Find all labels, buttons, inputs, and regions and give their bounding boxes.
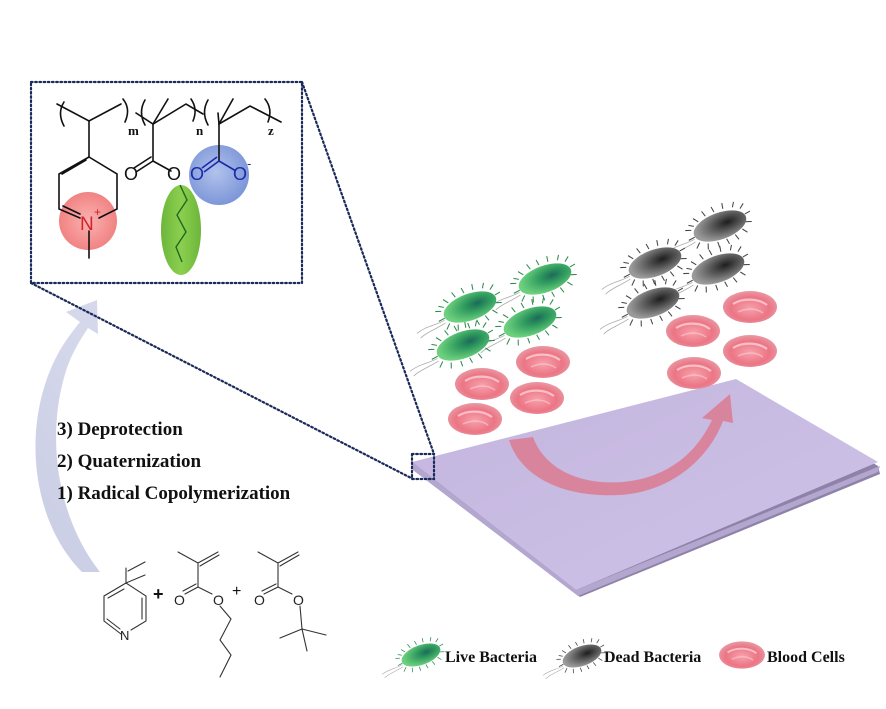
dead-bacterium-icon bbox=[542, 632, 611, 680]
zoom-line-top bbox=[300, 80, 436, 456]
atom-n-pyridine: N bbox=[120, 628, 129, 643]
monomer-tbutyl-methacrylate: O O bbox=[254, 551, 327, 652]
charge-plus: + bbox=[94, 205, 101, 219]
blood-cell bbox=[667, 357, 721, 389]
atom-n-plus: N bbox=[80, 214, 94, 235]
legend-label-live: Live Bacteria bbox=[445, 649, 537, 666]
blood-cell bbox=[516, 346, 570, 378]
step-3: 3) Deprotection bbox=[57, 419, 183, 440]
monomers: N + O O + O O bbox=[103, 551, 327, 678]
legend: Live Bacteria Dead Bacteria Blood Cells bbox=[381, 631, 845, 680]
subscript-n: n bbox=[196, 123, 204, 138]
atom-o-monomer3b: O bbox=[293, 592, 304, 608]
blood-cell bbox=[723, 335, 777, 367]
live-bacterium-icon bbox=[381, 631, 450, 679]
atom-o-monomer3a: O bbox=[254, 592, 265, 608]
charge-minus: - bbox=[247, 156, 251, 171]
legend-label-dead: Dead Bacteria bbox=[604, 649, 701, 666]
step-1: 1) Radical Copolymerization bbox=[57, 483, 291, 504]
repel-arrow bbox=[509, 394, 733, 496]
zoom-line-bottom bbox=[29, 281, 415, 481]
legend-label-blood: Blood Cells bbox=[767, 649, 845, 666]
polymer-structure: N + O O O O - m n z bbox=[56, 98, 282, 275]
live-bacterium bbox=[416, 275, 509, 339]
anionic-highlight bbox=[189, 145, 249, 205]
zoom-spot bbox=[410, 452, 436, 481]
atom-o-minus: O bbox=[233, 164, 247, 184]
zoom-outline bbox=[29, 80, 436, 481]
live-bacterium bbox=[409, 313, 502, 377]
step-2: 2) Quaternization bbox=[57, 451, 202, 472]
dead-bacterium bbox=[599, 271, 692, 335]
blood-cell bbox=[666, 315, 720, 347]
blood-cell bbox=[455, 368, 509, 400]
atom-o-monomer2b: O bbox=[213, 592, 224, 608]
atom-o-ester: O bbox=[167, 164, 181, 184]
blood-cell-icon bbox=[719, 641, 765, 669]
atom-o-monomer2a: O bbox=[174, 592, 185, 608]
blood-cell bbox=[510, 382, 564, 414]
monomer-butyl-methacrylate: O O bbox=[174, 551, 232, 678]
plus-sign-2: + bbox=[232, 583, 241, 600]
atom-o-carboxyl: O bbox=[190, 164, 204, 184]
blood-cell bbox=[723, 291, 777, 323]
subscript-z: z bbox=[268, 123, 274, 138]
atom-o-carbonyl: O bbox=[124, 164, 138, 184]
live-bacterium bbox=[476, 290, 569, 354]
blood-cell bbox=[448, 403, 502, 435]
cell-scene bbox=[409, 194, 777, 435]
subscript-m: m bbox=[128, 123, 139, 138]
dead-bacterium bbox=[601, 231, 694, 295]
hydrophobic-highlight bbox=[161, 185, 201, 275]
synthesis-arrow bbox=[35, 300, 100, 572]
synthesis-steps: 3) Deprotection 2) Quaternization 1) Rad… bbox=[57, 419, 291, 504]
zoom-box bbox=[29, 80, 304, 285]
cationic-highlight bbox=[59, 192, 117, 250]
plus-sign-1: + bbox=[153, 584, 164, 604]
monomer-vinylpyridine: N bbox=[103, 561, 147, 643]
